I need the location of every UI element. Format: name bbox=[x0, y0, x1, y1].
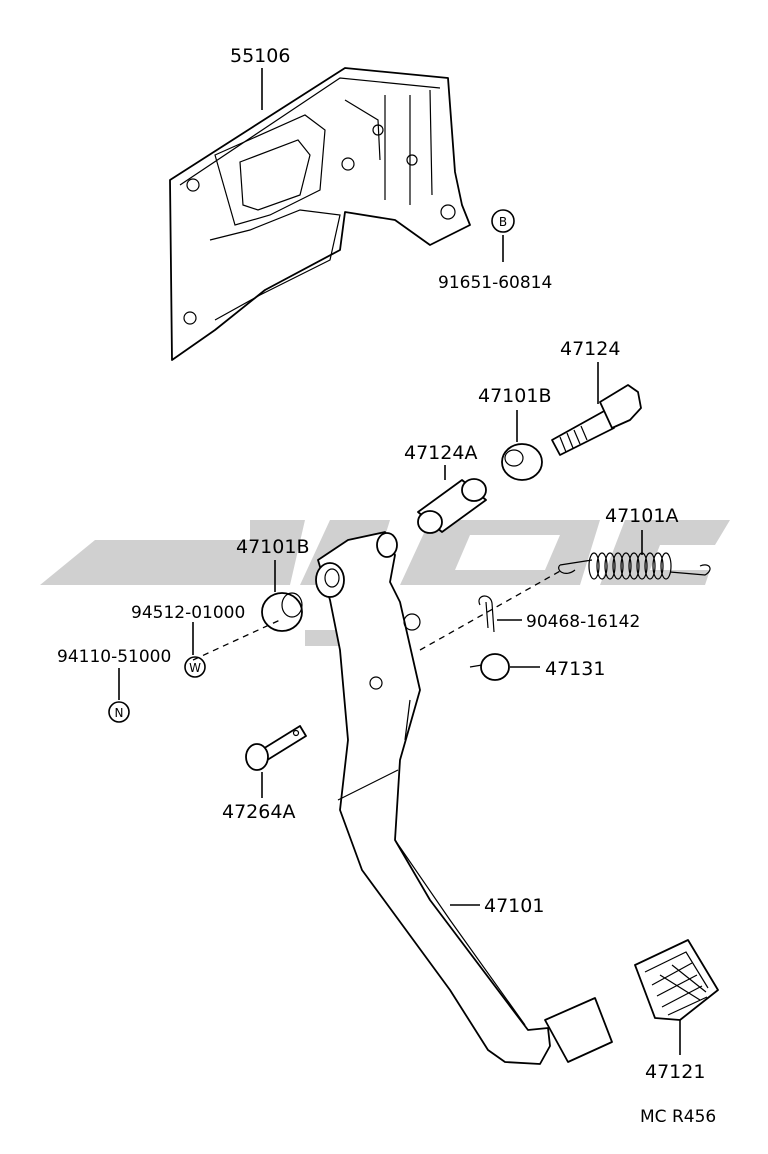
label-47101B-top: 47101B bbox=[478, 385, 551, 407]
collar-47124A[interactable] bbox=[417, 478, 487, 534]
pedal-bracket-55106[interactable] bbox=[169, 67, 471, 361]
pedal-pad-47121[interactable] bbox=[634, 939, 719, 1021]
label-47121: 47121 bbox=[645, 1061, 705, 1083]
marker-w-text: W bbox=[189, 661, 201, 675]
marker-n-circle bbox=[108, 701, 130, 723]
label-94512-01000: 94512-01000 bbox=[131, 603, 245, 623]
alignment-line-right bbox=[419, 569, 563, 651]
clip-90468-16142[interactable] bbox=[478, 595, 495, 633]
bushing-47101B-top[interactable] bbox=[501, 443, 543, 481]
label-90468-16142: 90468-16142 bbox=[526, 612, 640, 632]
reference-code: MC R456 bbox=[640, 1107, 716, 1127]
marker-w-circle bbox=[184, 656, 206, 678]
label-47124A: 47124A bbox=[404, 442, 477, 464]
label-47131: 47131 bbox=[545, 658, 605, 680]
pedal-lever-47101[interactable] bbox=[315, 531, 613, 1065]
leader-lines bbox=[118, 68, 681, 1055]
marker-b-text: B bbox=[499, 215, 507, 229]
label-47124: 47124 bbox=[560, 338, 620, 360]
clevis-pin-47264A[interactable] bbox=[245, 725, 307, 771]
label-47101B-left: 47101B bbox=[236, 536, 309, 558]
marker-n-text: N bbox=[115, 706, 124, 720]
return-spring-47101A[interactable] bbox=[558, 552, 711, 580]
marker-b-circle bbox=[491, 209, 515, 233]
stopper-47131[interactable] bbox=[469, 653, 510, 681]
bushing-47101B-left[interactable] bbox=[261, 592, 303, 632]
label-55106: 55106 bbox=[230, 45, 290, 67]
label-91651-60814: 91651-60814 bbox=[438, 273, 552, 293]
label-47101: 47101 bbox=[484, 895, 544, 917]
label-47101A: 47101A bbox=[605, 505, 678, 527]
bolt-47124[interactable] bbox=[551, 384, 642, 456]
alignment-line-left bbox=[192, 619, 281, 661]
label-94110-51000: 94110-51000 bbox=[57, 647, 171, 667]
label-47264A: 47264A bbox=[222, 801, 295, 823]
